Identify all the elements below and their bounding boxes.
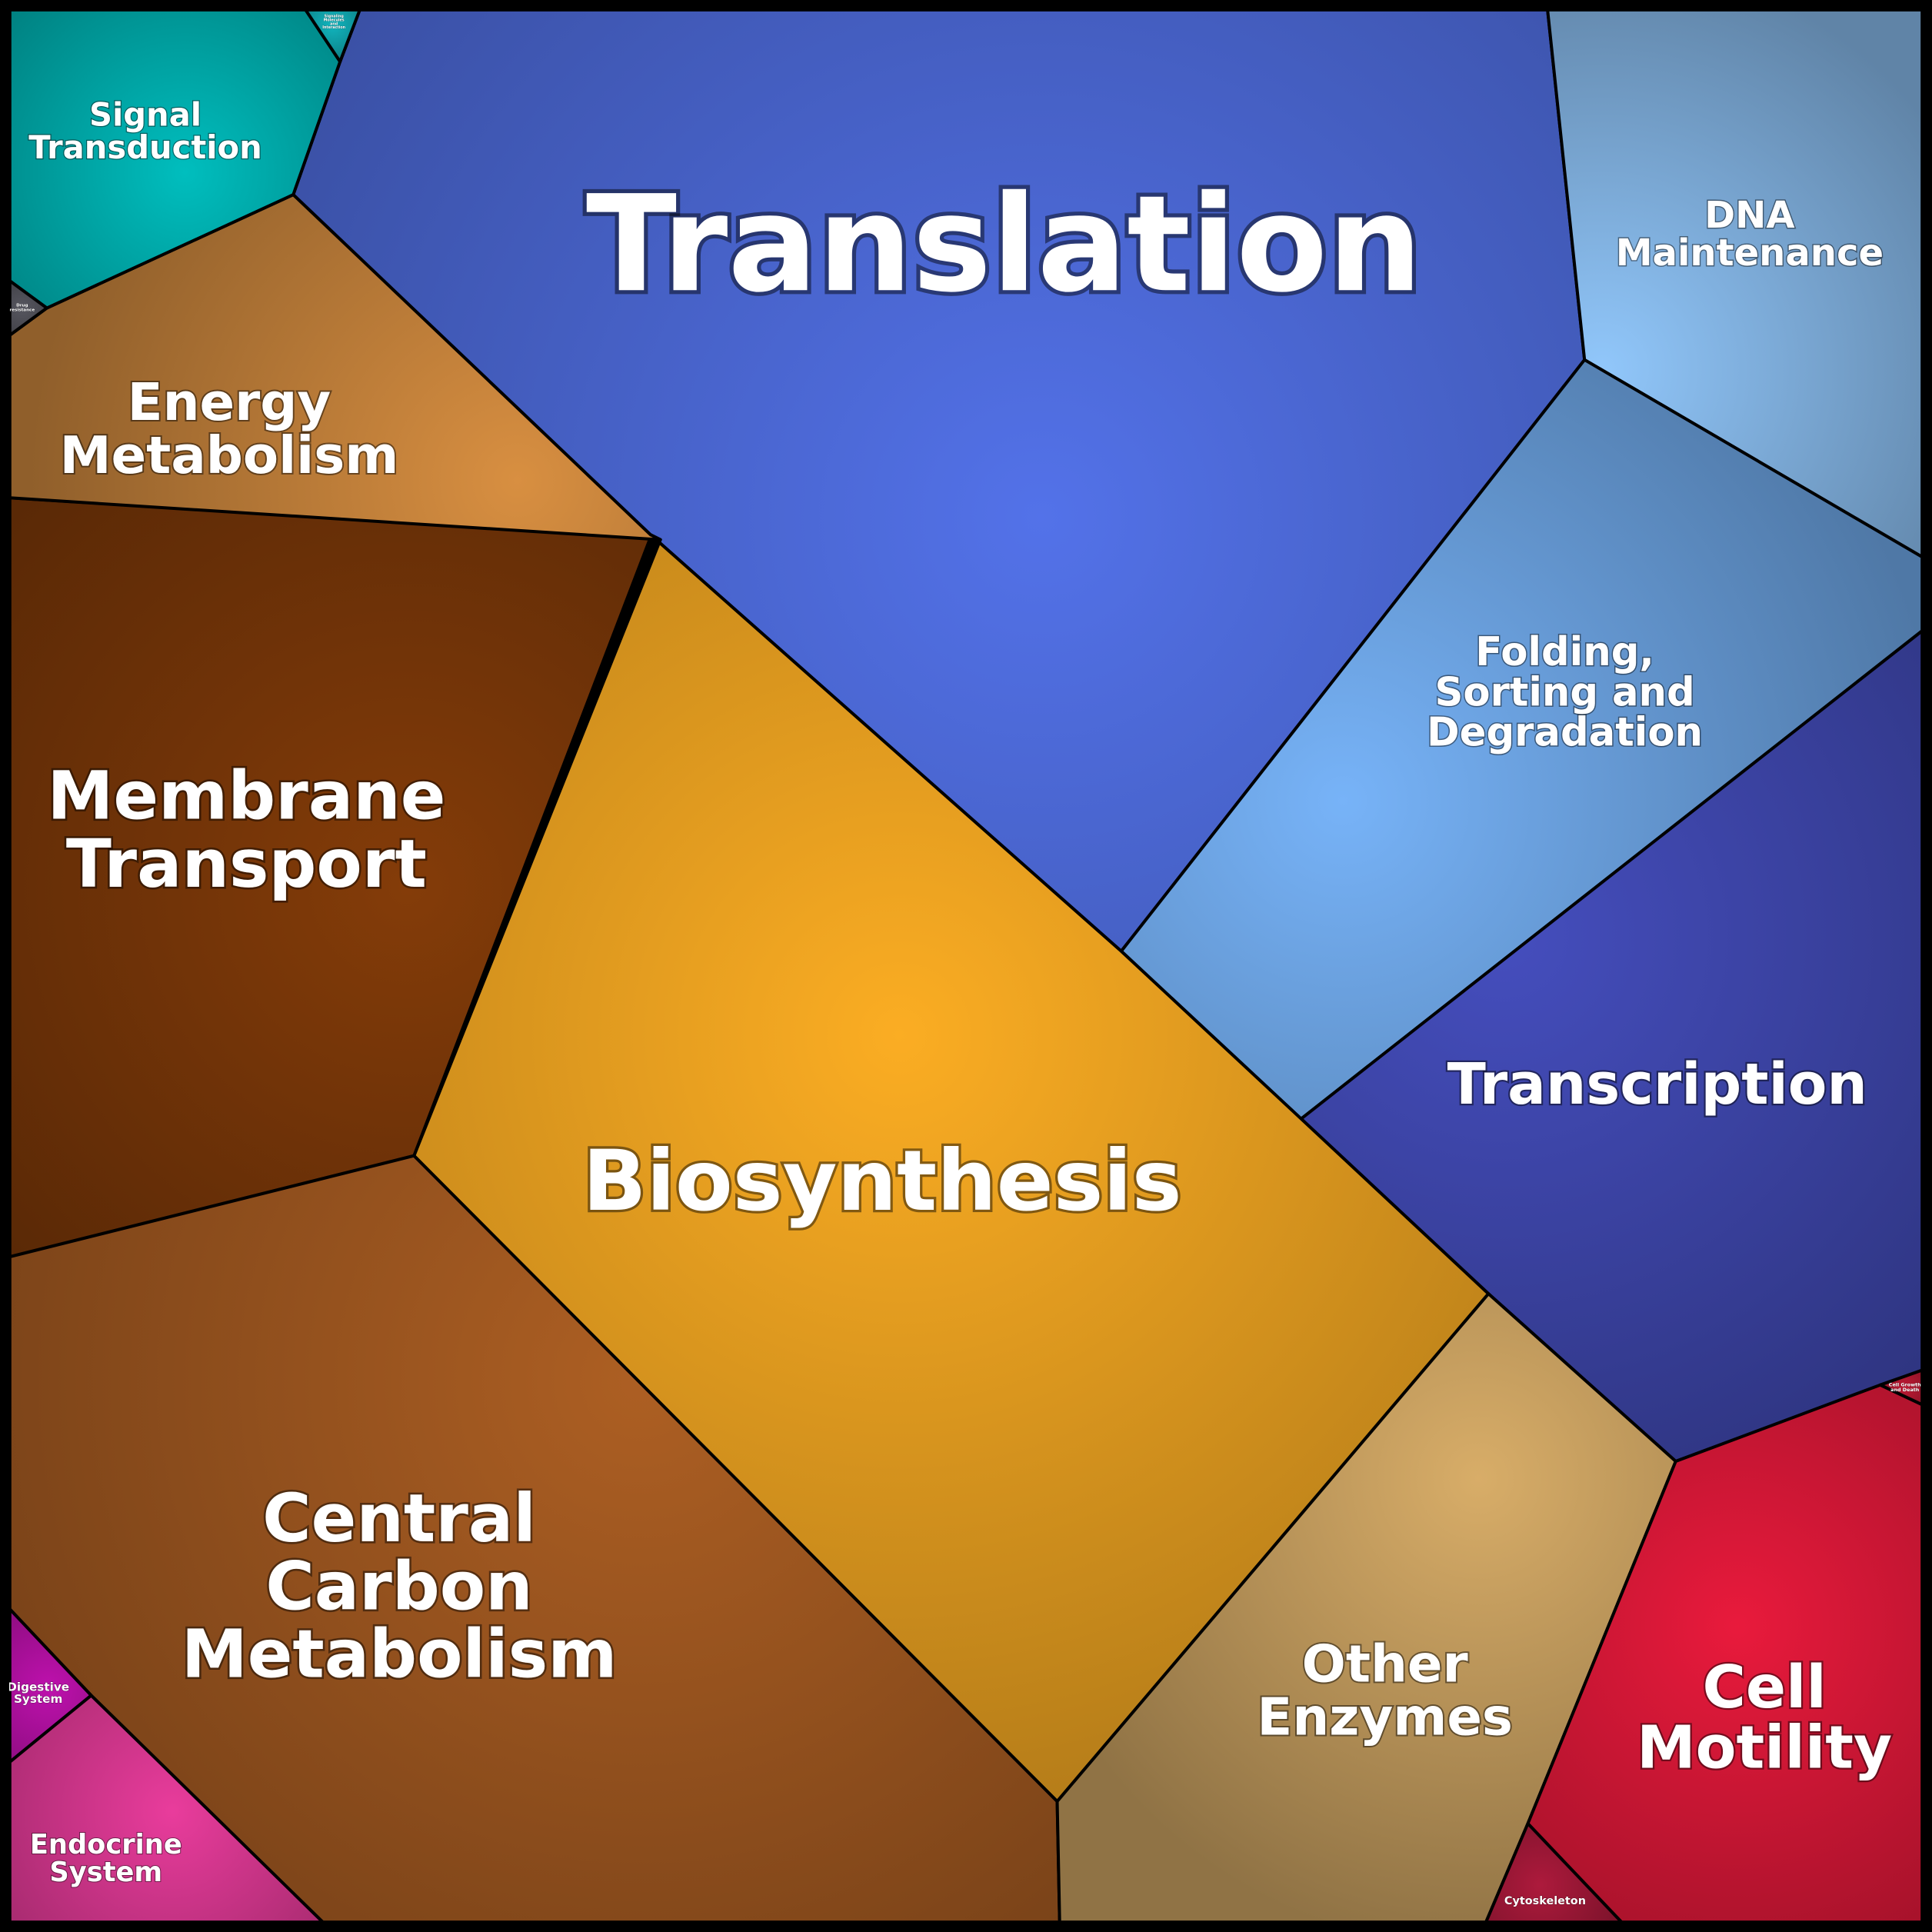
cell-label-transcription: Transcription xyxy=(1447,1051,1867,1117)
cell-cell-growth[interactable] xyxy=(1878,1368,1924,1407)
cell-signaling-molecules[interactable] xyxy=(304,8,361,64)
cell-label-cytoskeleton: Cytoskeleton xyxy=(1504,1895,1586,1907)
cell-cytoskeleton[interactable] xyxy=(1484,1822,1624,1924)
cell-drug-resistance[interactable] xyxy=(8,279,48,337)
cell-label-translation: Translation xyxy=(586,166,1422,321)
cell-label-biosynthesis: Biosynthesis xyxy=(583,1131,1182,1229)
cell-endocrine-system[interactable] xyxy=(8,1694,325,1924)
